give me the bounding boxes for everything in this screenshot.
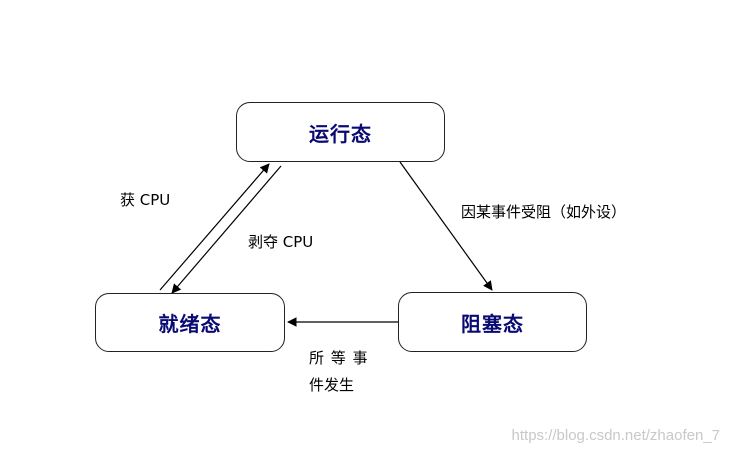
running-to-ready-label: 剥夺 CPU [248, 233, 314, 251]
ready-state-label: 就绪态 [158, 312, 222, 336]
running-state-label: 运行态 [309, 121, 372, 146]
arrow-running-to-blocked [399, 161, 493, 291]
ready-state-box: 就绪态 [95, 293, 285, 352]
running-to-blocked-label: 因某事件受阻（如外设） [461, 203, 627, 221]
arrow-running-to-ready [171, 165, 282, 294]
blocked-state-label: 阻塞态 [461, 311, 524, 336]
watermark-url: https://blog.csdn.net/zhaofen_7 [511, 427, 720, 444]
blocked-state-box: 阻塞态 [398, 292, 587, 352]
blocked-to-ready-label-line-2: 件发生 [309, 376, 355, 394]
blocked-to-ready-label-line-1: 所 等 事 [309, 349, 369, 367]
arrow-ready-to-running [159, 163, 270, 291]
running-state-box: 运行态 [236, 102, 445, 162]
ready-to-running-label: 获 CPU [120, 191, 171, 209]
